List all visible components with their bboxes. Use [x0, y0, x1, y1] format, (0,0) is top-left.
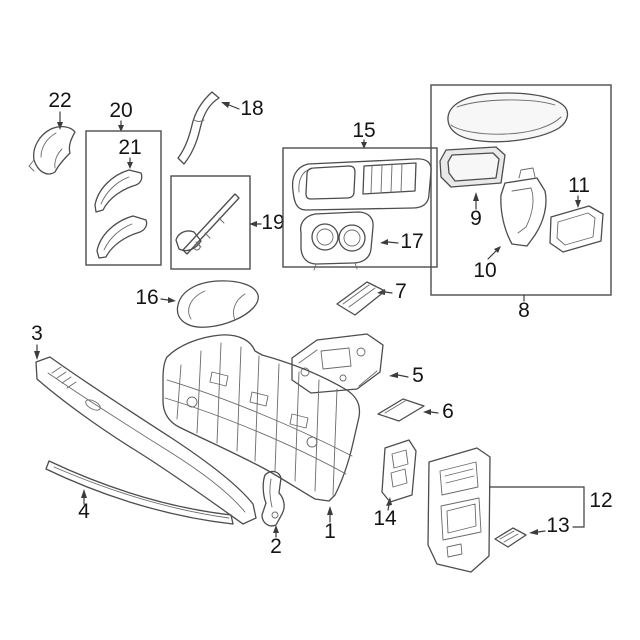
part-9 — [439, 146, 506, 188]
part-3: 3 — [31, 322, 257, 525]
part-1: 1 — [162, 334, 361, 543]
callout-20: 20 — [109, 99, 132, 122]
box-15-outline — [282, 147, 438, 268]
leader-21 — [127, 157, 133, 169]
leader-18 — [221, 102, 240, 110]
part-13: 13 — [494, 514, 570, 548]
part-18: 18 — [177, 91, 264, 165]
leader-11 — [575, 195, 581, 208]
leader-9 — [473, 192, 479, 210]
group-box-20: 20 21 — [85, 99, 162, 266]
part-5: 5 — [291, 333, 424, 394]
part-21 — [94, 169, 148, 259]
part-4: 4 — [45, 460, 234, 525]
armrest-lid — [447, 92, 569, 143]
part-19 — [175, 193, 240, 255]
callout-5: 5 — [412, 364, 424, 387]
callout-14: 14 — [373, 507, 397, 530]
part-14: 14 — [373, 439, 417, 530]
part-22: 22 — [28, 89, 76, 175]
callout-15: 15 — [352, 119, 375, 142]
bracket-line-12 — [489, 486, 585, 528]
part-16: 16 — [135, 280, 259, 328]
part-17 — [299, 211, 374, 271]
callout-1: 1 — [324, 520, 336, 543]
callout-17: 17 — [400, 230, 423, 253]
callout-13: 13 — [546, 514, 569, 537]
box-19-outline — [170, 175, 251, 270]
callout-16: 16 — [135, 286, 158, 309]
callout-22: 22 — [48, 89, 71, 112]
part-7: 7 — [336, 280, 407, 316]
part-11 — [549, 205, 604, 253]
callout-12: 12 — [589, 489, 612, 512]
leader-17 — [380, 239, 399, 245]
leader-2 — [273, 525, 279, 538]
leader-10 — [487, 246, 501, 260]
leader-6 — [423, 409, 439, 415]
callout-10: 10 — [473, 259, 496, 282]
leader-3 — [34, 344, 40, 360]
callout-21: 21 — [118, 136, 141, 159]
leader-5 — [389, 372, 409, 378]
callout-11: 11 — [568, 174, 590, 197]
callout-6: 6 — [442, 400, 454, 423]
group-box-15: 15 17 — [282, 119, 438, 271]
callout-3: 3 — [31, 322, 43, 345]
part-15 — [291, 158, 432, 211]
leader-13 — [529, 529, 546, 535]
callout-9: 9 — [470, 207, 482, 230]
part-6: 6 — [377, 398, 454, 423]
callout-7: 7 — [395, 280, 407, 303]
callout-18: 18 — [240, 97, 263, 120]
leader-15 — [361, 139, 367, 149]
group-box-19: 19 — [170, 175, 285, 270]
part-2: 2 — [261, 470, 285, 558]
part-12: 12 — [427, 447, 613, 573]
leader-22 — [57, 111, 63, 130]
leader-19 — [249, 221, 262, 227]
box-8-outline — [430, 84, 612, 296]
leader-1 — [327, 506, 333, 523]
callout-2: 2 — [270, 535, 282, 558]
part-10 — [500, 167, 547, 247]
leader-4 — [81, 489, 87, 505]
leader-16 — [160, 297, 176, 303]
leader-20 — [118, 120, 124, 132]
callout-19: 19 — [261, 211, 284, 234]
callout-8: 8 — [518, 299, 530, 322]
group-box-8: 8 9 10 11 — [430, 84, 612, 322]
box-20-outline — [85, 130, 162, 266]
callout-4: 4 — [78, 500, 90, 523]
